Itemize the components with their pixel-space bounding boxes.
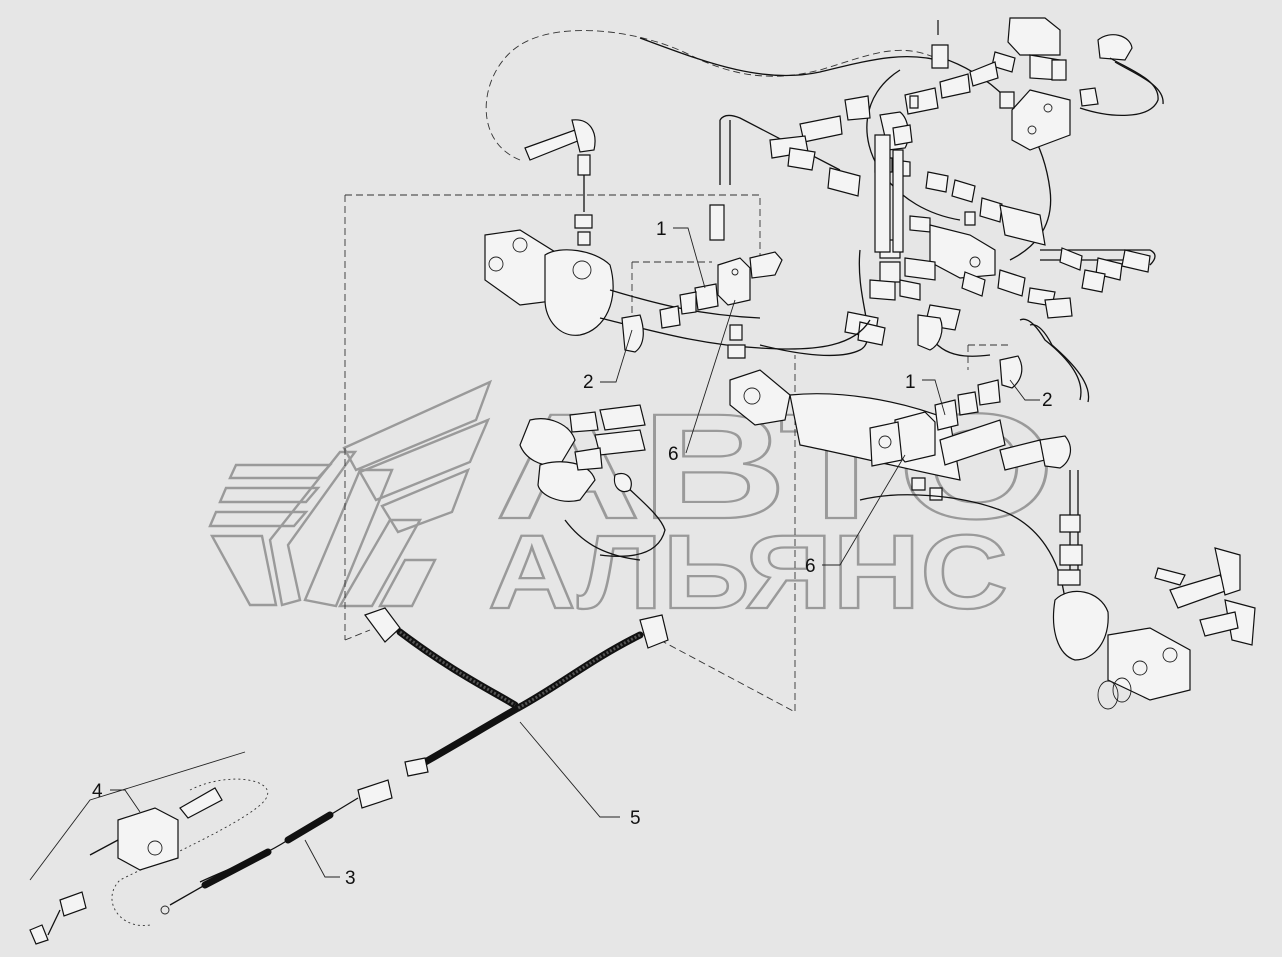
callout-4: 4 [92,781,103,802]
callout-1-lower: 1 [905,372,916,393]
control-handle [29,751,246,945]
watermark-line2: АЛЬЯНС [488,514,1008,631]
callout-6-upper: 6 [668,444,679,465]
reference-frame [344,194,1010,713]
callout-2-upper: 2 [583,372,594,393]
lower-right-cylinder [859,470,1256,710]
callout-3: 3 [345,868,356,889]
hose-assembly [364,607,669,777]
watermark-logo [208,379,493,608]
leader-lines [110,227,1040,878]
solenoid-valve-upper [621,204,783,359]
callout-2-lower: 2 [1042,390,1053,411]
callout-6-lower: 6 [805,556,816,577]
callout-5: 5 [630,808,641,829]
solenoid-valve-lower [869,355,1072,501]
valve-block-cluster [769,17,1164,351]
control-cable [111,778,393,926]
upper-cylinder [484,119,871,350]
callout-labels: 1 1 2 2 3 4 5 6 6 [92,219,1053,889]
callout-1-upper: 1 [656,219,667,240]
